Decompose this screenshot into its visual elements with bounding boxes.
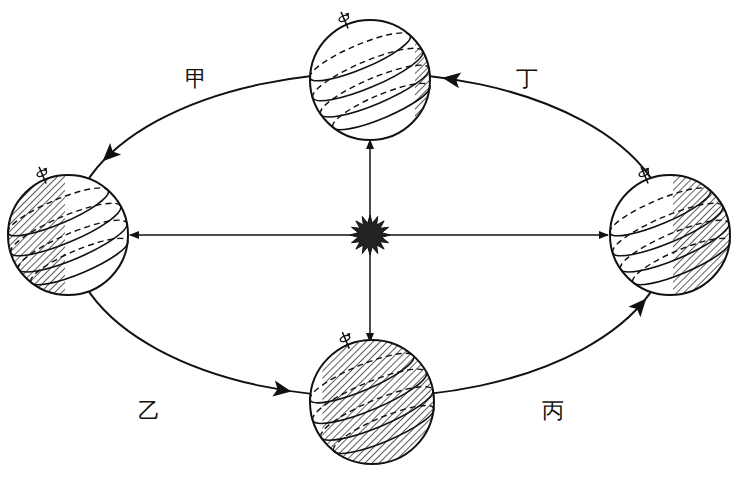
orbit-arrowhead <box>628 293 652 317</box>
rotation-arrow <box>645 167 650 172</box>
latitude-line <box>608 194 723 253</box>
rotation-arrow <box>43 167 48 172</box>
orbit-segment-label: 甲 <box>183 66 209 92</box>
latitude-line <box>307 360 426 421</box>
latitude-line <box>3 180 108 234</box>
earth-globe <box>0 144 139 296</box>
sun <box>350 215 390 255</box>
globe-outline <box>310 20 430 140</box>
globes <box>0 0 739 465</box>
latitude-line <box>6 194 121 253</box>
globe-outline <box>610 175 730 295</box>
earth-globe <box>286 0 441 140</box>
sun-rays <box>130 140 608 342</box>
latitude-line <box>308 39 423 98</box>
earth-globe <box>586 144 739 296</box>
latitude-line <box>305 25 410 79</box>
globe-outline <box>8 175 128 295</box>
globe-outline <box>310 340 434 464</box>
orbit-segment-label: 丁 <box>514 66 540 92</box>
orbit-arrowhead <box>441 70 461 88</box>
earth-globe <box>286 308 446 465</box>
rotation-arrow <box>346 332 351 337</box>
orbit-segment-label: 乙 <box>136 398 162 424</box>
orbit-arrowhead <box>272 381 292 400</box>
orbit-segment-label: 丙 <box>540 398 566 424</box>
orbit-arrowhead <box>97 143 121 167</box>
rotation-arrow <box>345 12 350 17</box>
latitude-line <box>605 180 710 234</box>
